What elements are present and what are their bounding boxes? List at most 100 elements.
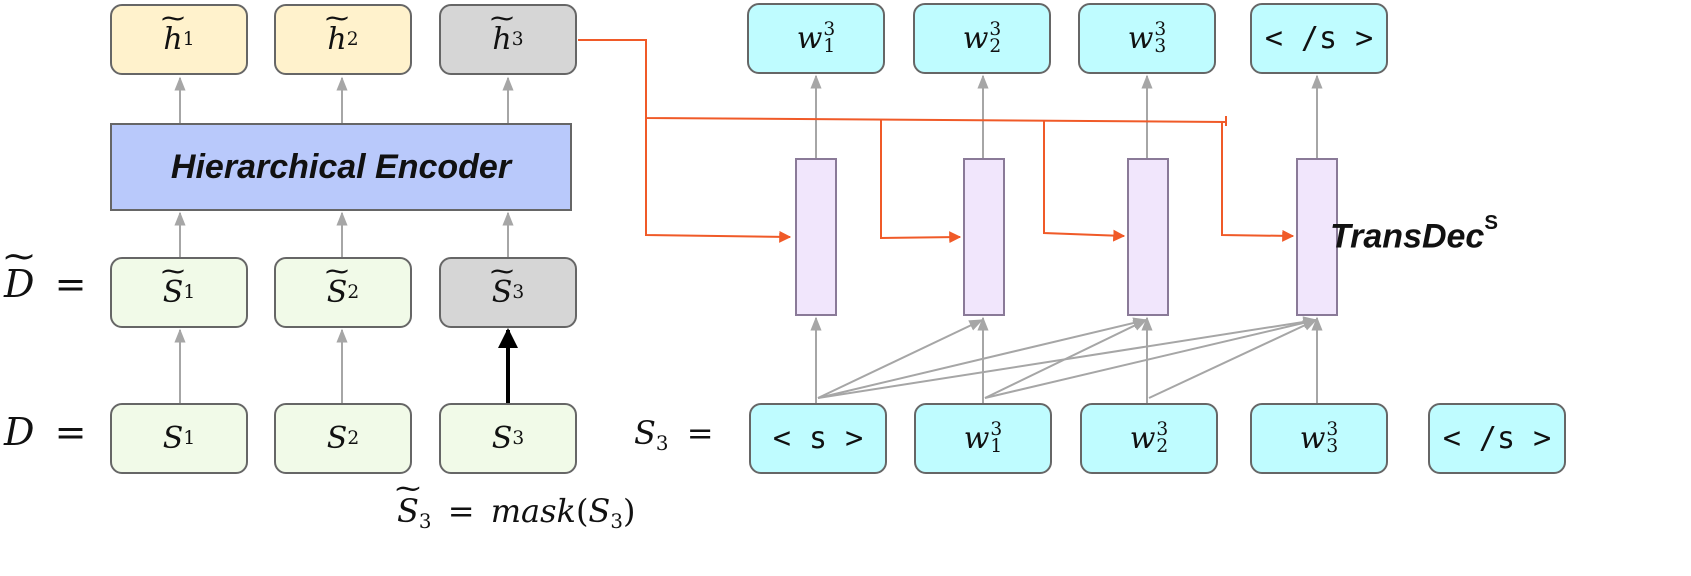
mask-caption-lhs-sub: 3 bbox=[418, 509, 432, 533]
mask-caption-fn: mask bbox=[490, 492, 576, 530]
s3tilde-subscript: 3 bbox=[512, 282, 525, 303]
out-w3-sub: 3 bbox=[1154, 35, 1167, 57]
out-w2-sup: 3 bbox=[989, 18, 1002, 40]
s2tilde-subscript: 2 bbox=[347, 282, 360, 303]
decoder-label-sup: S bbox=[1484, 212, 1498, 234]
in-eos-token: < /s > bbox=[1442, 421, 1552, 456]
out-w1-sub: 1 bbox=[823, 35, 836, 57]
h1-subscript: 1 bbox=[182, 29, 195, 50]
h3-subscript: 3 bbox=[511, 29, 524, 50]
in-w1-sup: 3 bbox=[990, 418, 1003, 440]
out-w3-base: w bbox=[1127, 21, 1154, 56]
decoder-input-eos: < /s > bbox=[1428, 403, 1566, 474]
in-w3-sub: 3 bbox=[1326, 435, 1339, 457]
context-to-cell1 bbox=[645, 118, 792, 243]
mask-caption-lhs: S bbox=[397, 492, 419, 530]
h1-symbol: h bbox=[163, 22, 182, 57]
context-to-cell4 bbox=[1221, 122, 1295, 242]
masked-doc-symbol: D bbox=[4, 262, 34, 306]
out-w2-sub: 2 bbox=[989, 35, 1002, 57]
inputs-label-eq: = bbox=[686, 414, 714, 452]
context-to-cell3 bbox=[1043, 121, 1126, 242]
doc-symbol: D bbox=[4, 410, 35, 454]
doc-label: D = bbox=[4, 410, 86, 454]
s3-symbol: S bbox=[491, 421, 513, 456]
hidden-state-h3-masked: h3 bbox=[439, 4, 577, 75]
masked-sentence-s2: S2 bbox=[274, 257, 412, 328]
attention-in1-to-cell4 bbox=[984, 317, 1318, 399]
context-to-cell2 bbox=[880, 120, 962, 244]
decoder-label-text: TransDec bbox=[1330, 217, 1485, 256]
s1tilde-symbol: S bbox=[163, 275, 184, 310]
out-eos-token: < /s > bbox=[1264, 21, 1374, 56]
s3tilde-symbol: S bbox=[492, 275, 513, 310]
mask-caption-arg-sub: 3 bbox=[610, 509, 623, 533]
out-w1-base: w bbox=[796, 21, 823, 56]
masked-sentence-s1: S1 bbox=[110, 257, 248, 328]
attention-in1-to-cell3 bbox=[984, 319, 1148, 399]
s1-symbol: S bbox=[162, 421, 184, 456]
attention-in2-to-cell4 bbox=[1148, 319, 1318, 399]
decoder-output-eos: < /s > bbox=[1250, 3, 1388, 74]
in-bos-token: < s > bbox=[772, 421, 864, 456]
s2tilde-symbol: S bbox=[327, 275, 348, 310]
masked-doc-eq: = bbox=[54, 262, 87, 306]
s2-subscript: 2 bbox=[347, 428, 360, 449]
decoder-cell-1 bbox=[795, 158, 837, 316]
s2-symbol: S bbox=[326, 421, 348, 456]
in-w1-base: w bbox=[963, 421, 990, 456]
in-w3-base: w bbox=[1299, 421, 1326, 456]
mask-caption: S3 = mask(S3) bbox=[397, 492, 635, 533]
context-line-main bbox=[578, 39, 1227, 123]
inputs-label-sub: 3 bbox=[655, 431, 669, 455]
h3-symbol: h bbox=[492, 22, 511, 57]
mask-caption-arg: S bbox=[588, 492, 611, 530]
attention-in0-to-cell3 bbox=[817, 317, 1148, 399]
out-w2-base: w bbox=[962, 21, 989, 56]
masked-doc-label: D = bbox=[4, 262, 86, 306]
decoder-inputs-label: S3 = bbox=[634, 414, 714, 455]
s1-subscript: 1 bbox=[183, 428, 196, 449]
doc-eq: = bbox=[54, 410, 87, 454]
h2-subscript: 2 bbox=[346, 29, 359, 50]
out-w1-sup: 3 bbox=[823, 18, 836, 40]
decoder-cell-3 bbox=[1127, 158, 1169, 316]
in-w2-sup: 3 bbox=[1156, 418, 1169, 440]
hierarchical-encoder-block: Hierarchical Encoder bbox=[110, 123, 572, 211]
in-w1-sub: 1 bbox=[990, 435, 1003, 457]
h2-symbol: h bbox=[327, 22, 346, 57]
attention-in0-to-cell2 bbox=[817, 319, 984, 399]
s3-subscript: 3 bbox=[512, 428, 525, 449]
in-w3-sup: 3 bbox=[1326, 418, 1339, 440]
inputs-label-base: S bbox=[634, 414, 656, 452]
out-w3-sup: 3 bbox=[1154, 18, 1167, 40]
masked-sentence-s3: S3 bbox=[439, 257, 577, 328]
s1tilde-subscript: 1 bbox=[183, 282, 196, 303]
decoder-label: TransDecS bbox=[1330, 212, 1498, 256]
mask-caption-open-paren: ( bbox=[575, 492, 589, 530]
decoder-cell-2 bbox=[963, 158, 1005, 316]
mask-caption-close-paren: ) bbox=[622, 492, 636, 530]
encoder-label: Hierarchical Encoder bbox=[170, 147, 512, 186]
hidden-state-h2: h2 bbox=[274, 4, 412, 75]
hidden-state-h1: h1 bbox=[110, 4, 248, 75]
decoder-input-bos: < s > bbox=[749, 403, 887, 474]
in-w2-base: w bbox=[1129, 421, 1156, 456]
decoder-cell-4 bbox=[1296, 158, 1338, 316]
